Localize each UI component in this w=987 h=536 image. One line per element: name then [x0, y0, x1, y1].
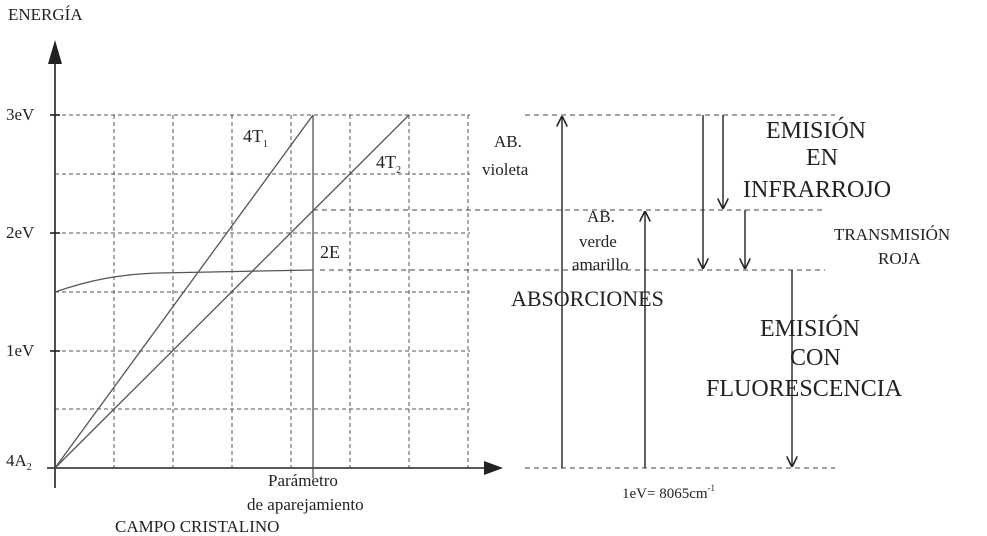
x-axis-arrowhead: [484, 461, 503, 475]
curve-4t1: [54, 114, 314, 469]
curve-2e-label: 2E: [320, 242, 340, 262]
ground-state-label: 4A2: [6, 451, 32, 473]
y-axis-arrowhead: [48, 40, 62, 64]
curve-4t1-label: 4T1: [243, 126, 268, 150]
conversion-label: 1eV= 8065cm-1: [622, 483, 715, 502]
ab-violeta-label-line2: violeta: [482, 160, 529, 179]
x-axis-title: CAMPO CRISTALINO: [115, 517, 279, 536]
y-tick-label-3ev: 3eV: [6, 105, 35, 124]
x-param-label-line2: de aparejamiento: [247, 495, 364, 514]
transmision-label-line1: TRANSMISIÓN: [834, 225, 950, 244]
emision-ir-label-line2: EN: [806, 145, 838, 171]
ab-violeta-label-line1: AB.: [494, 132, 522, 151]
emision-ir-label-line1: EMISIÓN: [766, 117, 866, 144]
y-tick-label-1ev: 1eV: [6, 341, 35, 360]
ab-verde-label-line2: verde: [579, 232, 617, 251]
emision-fl-label-line2: CON: [790, 345, 841, 371]
curve-2e: [54, 269, 314, 293]
emision-fl-label-line3: FLUORESCENCIA: [706, 376, 903, 402]
emision-ir-label-line3: INFRARROJO: [743, 177, 891, 203]
grid: [55, 114, 470, 468]
ab-verde-label-line3: amarillo: [572, 255, 629, 274]
transmision-label-line2: ROJA: [878, 249, 921, 268]
y-axis-title: ENERGÍA: [8, 5, 83, 24]
curve-4t2: [54, 114, 410, 469]
emision-fl-label-line1: EMISIÓN: [760, 315, 860, 342]
x-param-label-line1: Parámetro: [268, 471, 338, 490]
ab-verde-label-line1: AB.: [587, 207, 615, 226]
absorciones-label: ABSORCIONES: [511, 286, 664, 311]
y-tick-label-2ev: 2eV: [6, 223, 35, 242]
curve-4t2-label: 4T2: [376, 152, 401, 176]
